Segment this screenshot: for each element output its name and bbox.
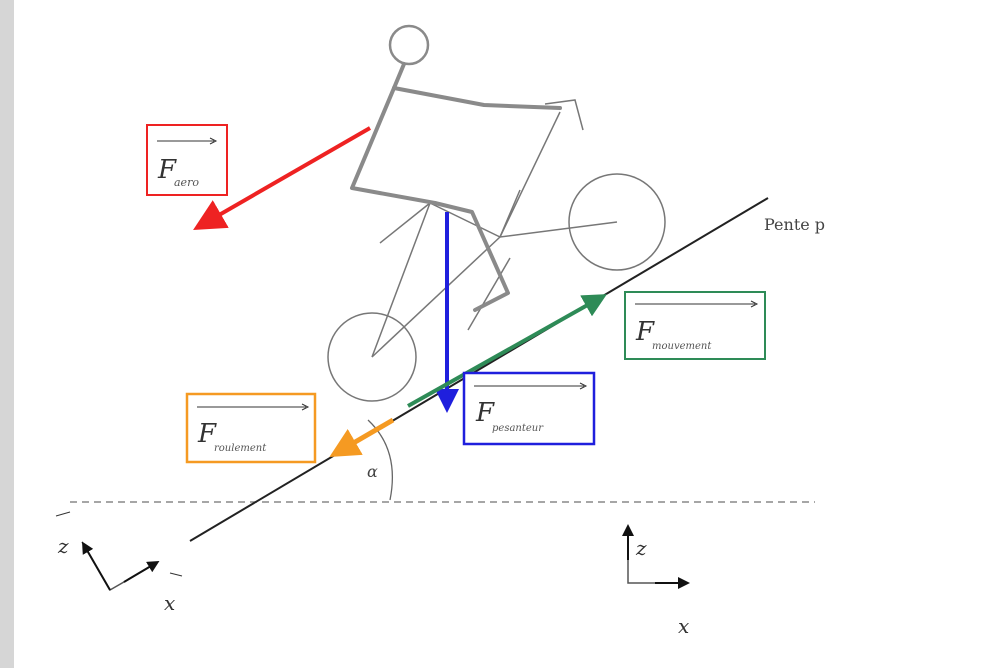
slope-angle-arc xyxy=(367,419,393,501)
rider xyxy=(350,24,562,312)
bike-frame xyxy=(371,201,618,358)
f-mouvement-base: F xyxy=(635,317,655,347)
ref-z-label: z xyxy=(635,536,647,560)
rider-arm xyxy=(392,86,562,110)
f-mouvement-arrow xyxy=(407,294,607,408)
f-roulement-base: F xyxy=(197,419,217,449)
rider-leg xyxy=(433,201,510,312)
f-pesanteur-base: F xyxy=(475,398,495,428)
rider-torso xyxy=(350,86,437,205)
bicycle xyxy=(327,99,666,402)
f-mouvement-sub: mouvement xyxy=(652,341,712,352)
tilted-x-label: x xyxy=(164,591,175,615)
f-roulement-sub: roulement xyxy=(214,443,267,454)
rider-head xyxy=(388,24,430,66)
front-wheel xyxy=(568,173,666,271)
f-aero-label: F aero xyxy=(146,124,228,196)
reference-axes: z x xyxy=(622,524,690,638)
f-mouvement-label: F mouvement xyxy=(624,291,766,360)
f-pesanteur-sub: pesanteur xyxy=(492,423,544,434)
tilted-axes: z x xyxy=(55,511,183,615)
f-roulement-arrow xyxy=(329,417,395,458)
f-pesanteur-label: F pesanteur xyxy=(462,371,596,446)
alpha-label: α xyxy=(367,462,378,481)
diagram-canvas xyxy=(14,0,996,668)
tilted-z-label: z xyxy=(57,534,69,558)
slope-label: Pente p xyxy=(764,215,825,234)
rider-neck xyxy=(392,62,406,90)
f-aero-sub: aero xyxy=(174,176,199,189)
ref-x-label: x xyxy=(678,614,689,638)
f-aero-base: F xyxy=(157,155,177,185)
rear-wheel xyxy=(327,312,417,402)
f-roulement-label: F roulement xyxy=(185,392,317,464)
slope-line xyxy=(189,197,769,542)
f-aero-arrow xyxy=(193,126,371,230)
